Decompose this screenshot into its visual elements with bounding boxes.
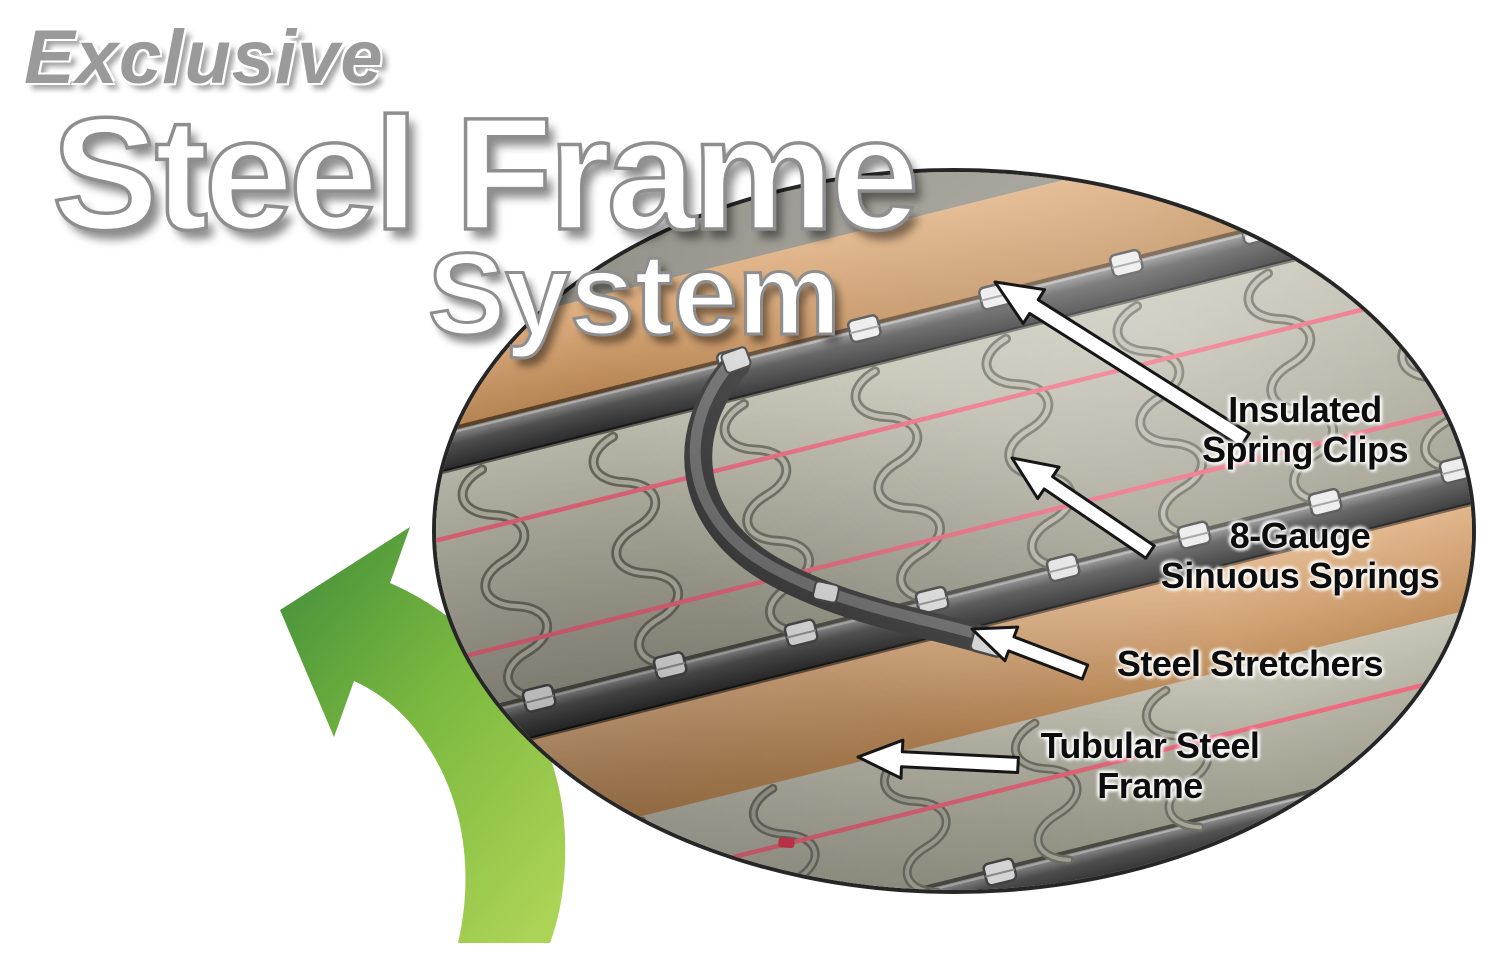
frame-scene <box>436 172 1472 890</box>
headline-steel-frame: Steel Frame <box>50 84 921 263</box>
steel-stretcher-tube <box>684 351 998 654</box>
callout-tubular-steel-frame: Tubular Steel Frame <box>1040 725 1260 807</box>
headline-system: System <box>427 229 843 359</box>
callout-8-gauge-sinuous-springs: 8-Gauge Sinuous Springs <box>1160 515 1440 597</box>
headline-exclusive: Exclusive <box>24 15 384 100</box>
border-wires <box>436 205 1472 890</box>
wire-ties <box>647 837 795 881</box>
callout-steel-stretchers: Steel Stretchers <box>1116 643 1384 684</box>
callout-insulated-spring-clips: Insulated Spring Clips <box>1201 389 1409 471</box>
